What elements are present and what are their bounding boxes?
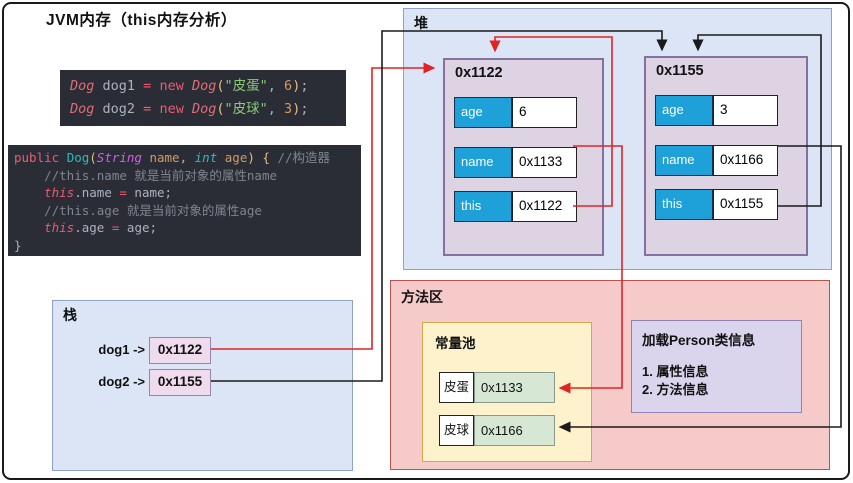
field-label-name: name xyxy=(655,145,713,176)
field-label-this: this xyxy=(454,191,512,222)
field-label-name: name xyxy=(454,147,512,178)
method-area-label: 方法区 xyxy=(401,289,443,305)
pool-key-1: 皮蛋 xyxy=(439,372,474,403)
code-line: this.name = name; xyxy=(44,185,173,200)
stack-label: 栈 xyxy=(63,307,77,323)
code-line: Dog dog2 = new Dog("皮球", 3); xyxy=(70,101,309,117)
class-info-box: 加载Person类信息 1. 属性信息 2. 方法信息 xyxy=(631,320,802,413)
code-block-constructor: public Dog(String name, int age) { //构造器… xyxy=(8,145,361,256)
field-value-age: 3 xyxy=(713,95,778,126)
code-line: //this.name 就是当前对象的属性name xyxy=(14,167,278,183)
field-label-age: age xyxy=(454,97,512,128)
heap-object-address: 0x1155 xyxy=(656,63,704,79)
stack-addr-2: 0x1155 xyxy=(149,369,211,396)
pool-value-2: 0x1166 xyxy=(474,415,555,446)
code-line: Dog dog1 = new Dog("皮蛋", 6); xyxy=(70,78,309,94)
code-block-main: Dog dog1 = new Dog("皮蛋", 6); Dog dog2 = n… xyxy=(60,70,346,126)
stack-var-1: dog1 -> xyxy=(98,342,145,357)
field-value-this: 0x1155 xyxy=(713,189,778,220)
stack-var-2: dog2 -> xyxy=(98,374,145,389)
constant-pool-label: 常量池 xyxy=(435,336,476,351)
field-value-age: 6 xyxy=(512,97,577,128)
pool-value-1: 0x1133 xyxy=(474,372,555,403)
code-line: } xyxy=(14,237,22,253)
field-value-name: 0x1133 xyxy=(512,147,577,178)
diagram-title: JVM内存（this内存分析） xyxy=(46,12,237,29)
heap-label: 堆 xyxy=(414,15,428,31)
field-value-this: 0x1122 xyxy=(512,191,577,222)
heap-object-address: 0x1122 xyxy=(455,65,503,81)
pool-key-2: 皮球 xyxy=(439,415,474,446)
code-line: this.age = age; xyxy=(44,220,158,235)
field-label-age: age xyxy=(655,95,713,126)
code-line: public Dog(String name, int age) { //构造器 xyxy=(14,150,331,165)
class-info-title: 加载Person类信息 xyxy=(642,333,756,348)
stack-region: 栈 dog1 -> 0x1122 dog2 -> 0x1155 xyxy=(52,300,353,471)
field-label-this: this xyxy=(655,189,713,220)
field-value-name: 0x1166 xyxy=(713,145,778,176)
code-line: //this.age 就是当前对象的属性age xyxy=(14,202,262,218)
class-info-item-1: 1. 属性信息 xyxy=(642,364,709,379)
stack-addr-1: 0x1122 xyxy=(149,337,211,364)
class-info-item-2: 2. 方法信息 xyxy=(642,382,709,397)
